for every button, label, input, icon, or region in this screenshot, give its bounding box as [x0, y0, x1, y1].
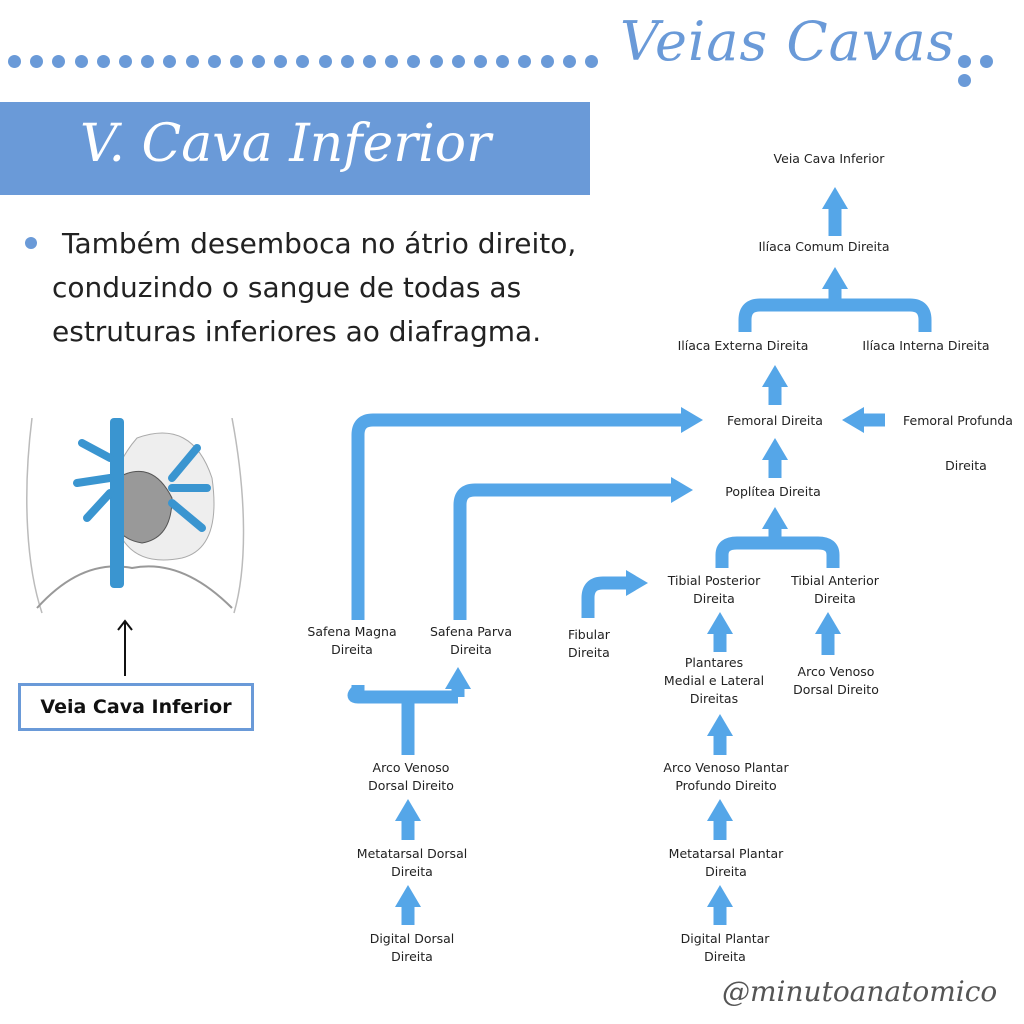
- label-line: Medial e Lateral: [663, 673, 765, 688]
- dot: [584, 55, 598, 68]
- label-line: Direita: [705, 864, 747, 879]
- arrow: [347, 685, 458, 755]
- section-banner: V. Cava Inferior: [0, 102, 590, 195]
- label-line: Direita: [704, 949, 746, 964]
- label-line: Direita: [693, 591, 735, 606]
- description-line: Também desemboca no átrio direito,: [62, 227, 577, 260]
- dot: [252, 55, 266, 68]
- label-line: Direita: [814, 591, 856, 606]
- node-femoral-profunda-2: Direita: [945, 458, 987, 473]
- label-line: Direitas: [689, 691, 739, 706]
- node-iliaca-externa: Ilíaca Externa Direita: [677, 338, 809, 353]
- social-handle: @minutoanatomico: [722, 975, 998, 1008]
- dot: [451, 55, 465, 68]
- vci-label-box: Veia Cava Inferior: [18, 683, 254, 731]
- heart-illustration: [26, 418, 245, 614]
- dot: [118, 55, 132, 68]
- dot: [30, 55, 44, 68]
- label-line: Dorsal Direito: [793, 682, 879, 697]
- label-line: Direita: [391, 949, 433, 964]
- dot: [340, 55, 354, 68]
- label-line: Direita: [391, 864, 433, 879]
- node-femoral-profunda: Femoral Profunda: [903, 413, 1013, 428]
- dot: [473, 55, 487, 68]
- arrow: [351, 407, 703, 620]
- label-line: Metatarsal Plantar: [668, 846, 784, 861]
- dot: [518, 55, 532, 68]
- dot: [318, 55, 332, 68]
- dot: [429, 55, 443, 68]
- label-line: Digital Dorsal: [369, 931, 455, 946]
- dot: [141, 55, 155, 68]
- label-line: Metatarsal Dorsal: [356, 846, 468, 861]
- dotted-line-left: [8, 53, 607, 69]
- dotted-line-right: [958, 53, 1024, 87]
- label-line: Plantares: [684, 655, 744, 670]
- description: Também desemboca no átrio direito, condu…: [52, 222, 638, 354]
- dot: [185, 55, 199, 68]
- dot: [229, 55, 243, 68]
- dot: [52, 55, 66, 68]
- label-line: Arco Venoso: [372, 760, 450, 775]
- label-line: Direita: [331, 642, 373, 657]
- dot: [407, 55, 421, 68]
- dot: [980, 55, 994, 68]
- arrow: [453, 477, 693, 620]
- dot: [958, 55, 971, 68]
- label-line: Profundo Direito: [675, 778, 777, 793]
- arrow: [715, 525, 840, 568]
- description-line: conduzindo o sangue de todas as: [52, 271, 522, 304]
- node-iliaca-interna: Ilíaca Interna Direita: [862, 338, 990, 353]
- dot: [163, 55, 177, 68]
- label-line: Tibial Anterior: [791, 573, 879, 588]
- label-line: Direita: [568, 645, 610, 660]
- dot: [385, 55, 399, 68]
- dot: [496, 55, 510, 68]
- label-line: Arco Venoso Plantar: [663, 760, 789, 775]
- arrow: [581, 570, 648, 618]
- dot: [207, 55, 221, 68]
- dot: [296, 55, 310, 68]
- node-veia-cava-inferior: Veia Cava Inferior: [773, 151, 885, 166]
- dot: [958, 74, 971, 87]
- label-line: Safena Parva: [429, 624, 513, 639]
- label-line: Fibular: [568, 627, 610, 642]
- dot: [562, 55, 576, 68]
- label-line: Dorsal Direito: [368, 778, 454, 793]
- description-line: estruturas inferiores ao diafragma.: [52, 315, 542, 348]
- dot: [8, 55, 21, 68]
- arrow: [738, 285, 932, 332]
- arrow-up-icon: [117, 619, 133, 676]
- banner-title: V. Cava Inferior: [80, 114, 491, 174]
- bullet-icon: [25, 237, 37, 249]
- page-title: Veias Cavas: [620, 10, 956, 73]
- label-line: Direita: [450, 642, 492, 657]
- label-line: Tibial Posterior: [667, 573, 761, 588]
- dot: [96, 55, 110, 68]
- node-femoral: Femoral Direita: [727, 413, 823, 428]
- dot: [74, 55, 88, 68]
- label-line: Arco Venoso: [797, 664, 875, 679]
- dot: [274, 55, 288, 68]
- node-poplitea: Poplítea Direita: [725, 484, 821, 499]
- label-line: Safena Magna: [307, 624, 397, 639]
- dot: [540, 55, 554, 68]
- node-iliaca-comum: Ilíaca Comum Direita: [758, 239, 890, 254]
- label-line: Digital Plantar: [680, 931, 770, 946]
- dot: [363, 55, 376, 68]
